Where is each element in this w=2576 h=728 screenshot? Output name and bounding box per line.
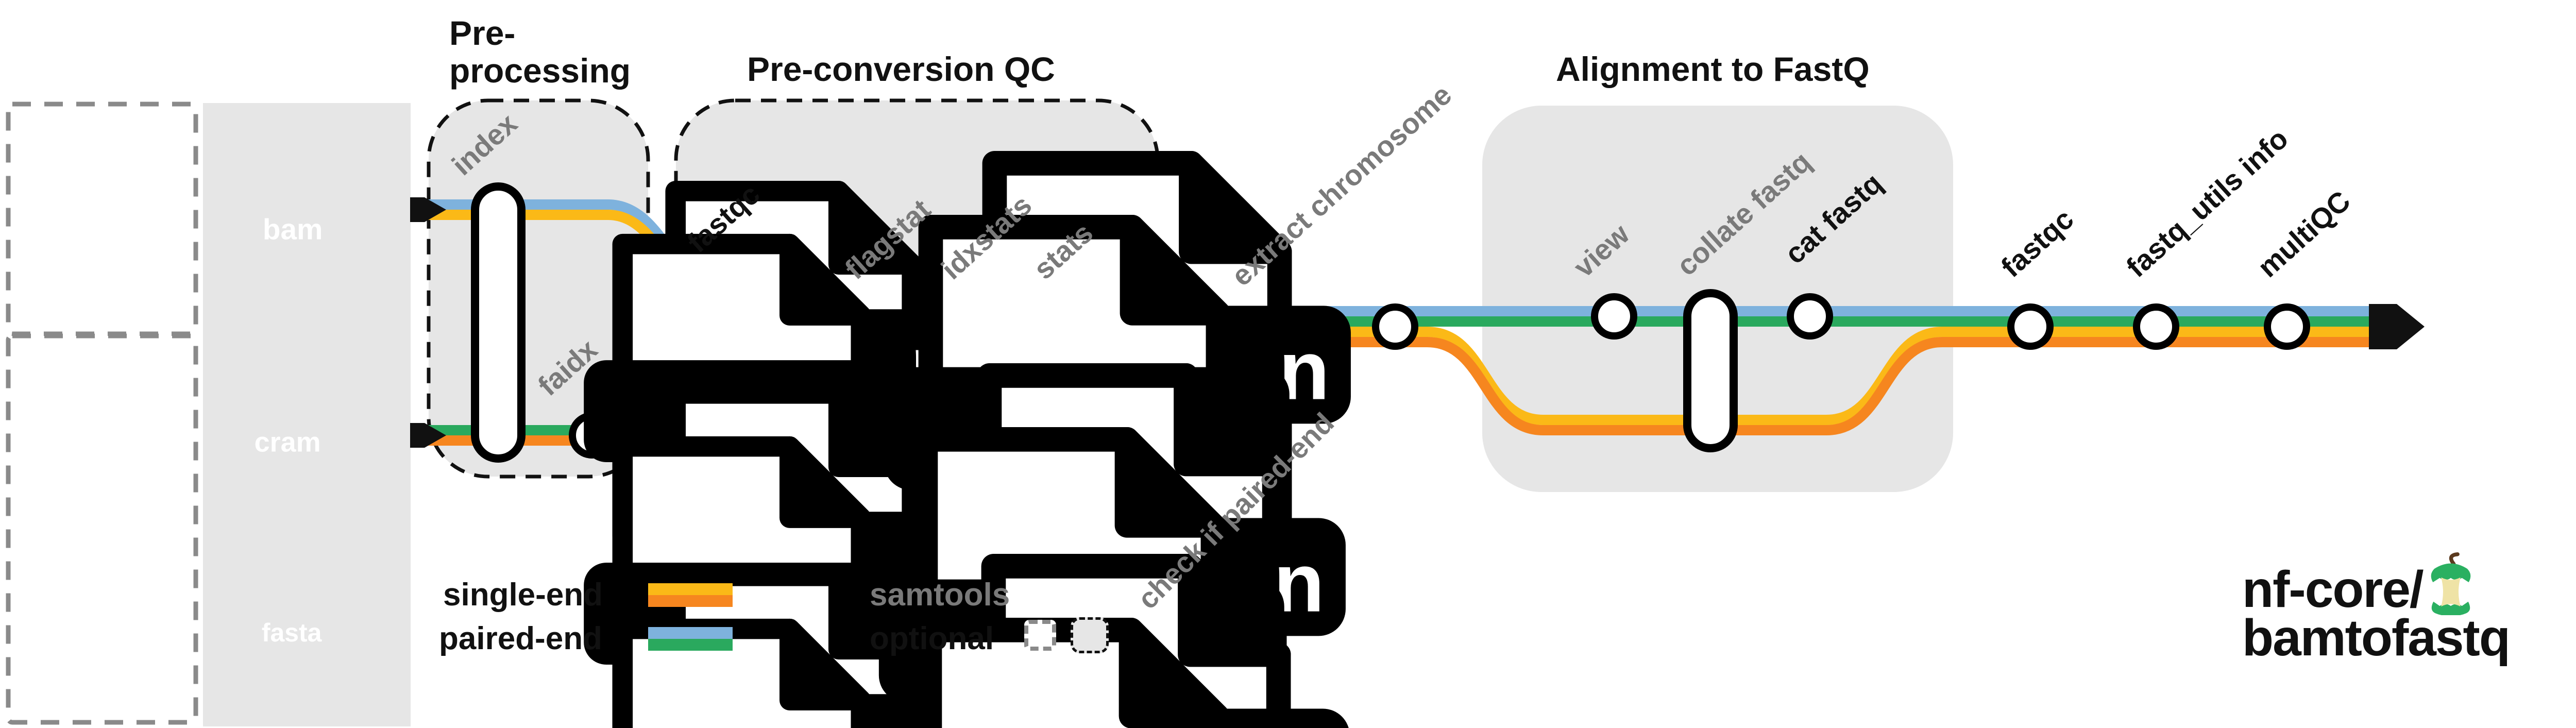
legend-optional-label: optional [870,621,994,656]
fastq-file-icon: fastq [2462,215,2568,264]
legend-single-end-swatch [648,583,733,607]
logo-pipeline-name: bamtofastq [2242,609,2511,667]
html-file-icon: html [2468,428,2562,477]
fastq-label: fastq [2462,215,2568,264]
logo-hyphen: - [2289,561,2306,618]
station-fastq-utils-info [2133,303,2179,350]
station-collate-capsule [1683,289,1738,452]
bai-label: bai [77,233,110,259]
logo-nf: nf [2242,561,2290,618]
fasta-label: fasta [262,618,323,647]
station-view [1591,293,1637,340]
fasta-file-icon: fasta [262,566,1350,728]
single-end-top-color [648,583,733,595]
input-optional-box-bai [6,101,198,336]
legend-optional-gray-box [1071,617,1109,653]
output-arrow [2369,304,2425,349]
input-arrow-bam [410,197,446,222]
preprocessing-header-line2: processing [449,51,631,90]
preprocessing-header: Pre- processing [449,14,631,89]
fai-label: fai [80,618,107,644]
input-arrow-cram [410,423,446,448]
preprocessing-header-line1: Pre- [449,14,516,52]
paired-end-top-color [648,627,733,639]
crai-file-icon: crai [73,394,971,728]
bam-label: bam [263,213,323,246]
paired-end-bottom-color [648,639,733,651]
input-optional-box-crai-fai [6,333,198,725]
cram-label: cram [255,427,321,458]
station-index-capsule [471,182,526,463]
cram-file-icon: cram [255,376,1346,728]
bam-file-icon: bam [263,163,1351,579]
crai-label: crai [73,436,114,462]
station-check-if-paired-end [1372,303,1418,350]
logo-core: core/ [2304,561,2424,618]
alignment-header: Alignment to FastQ [1556,50,1870,88]
preconversion-qc-header: Pre-conversion QC [747,50,1055,88]
nf-core-bamtofastq-logo: nf-core/ bamtofastq [2242,552,2511,667]
station-fastqc-post [2007,303,2054,350]
single-end-bottom-color [648,595,733,607]
legend-paired-end-label: paired-end [439,621,602,656]
html-label: html [2468,428,2562,477]
legend-samtools-label: samtools [870,577,1010,613]
bai-file-icon: bai [77,191,971,536]
legend-paired-end-swatch [648,627,733,651]
fai-file-icon: fai [80,576,971,728]
legend-single-end-label: single-end [443,577,603,613]
station-multiqc [2264,303,2310,350]
input-required-panel [203,103,411,726]
legend-optional-dashed-box [1024,620,1056,651]
station-cat-fastq [1787,293,1833,340]
apple-core-icon [2431,552,2471,615]
logo-line1: nf-core/ [2242,552,2510,615]
